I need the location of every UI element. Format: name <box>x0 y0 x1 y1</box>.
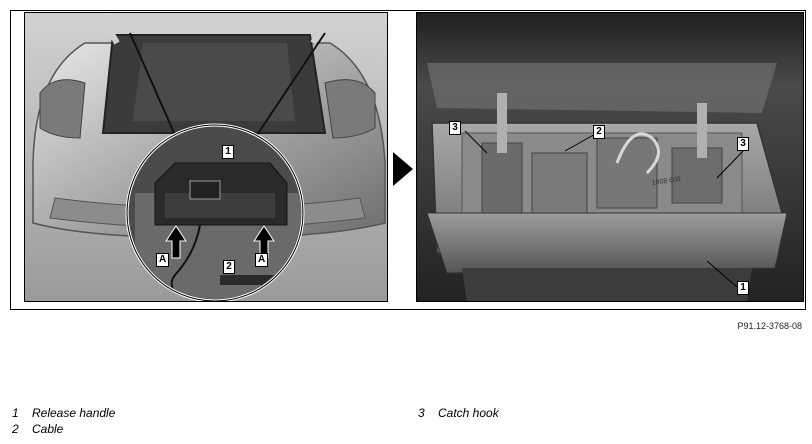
left-photo-trunk: 1 A 2 A <box>24 12 388 302</box>
callout-release-handle-right: 1 <box>737 281 749 295</box>
callout-arrow-a-right: A <box>255 253 269 267</box>
legend-number: 1 <box>12 406 19 420</box>
callout-cable: 2 <box>223 260 235 274</box>
legend-item-cable: 2 Cable <box>12 422 63 436</box>
legend-number: 3 <box>418 406 425 420</box>
legend-number: 2 <box>12 422 19 436</box>
callout-release-handle: 1 <box>222 145 234 159</box>
legend-item-catch-hook: 3 Catch hook <box>418 406 499 420</box>
legend-label: Catch hook <box>438 406 499 420</box>
legend-item-release-handle: 1 Release handle <box>12 406 115 420</box>
legend-label: Cable <box>32 422 64 436</box>
callout-cable-right: 2 <box>593 125 605 139</box>
callout-catch-hook-left: 3 <box>449 121 461 135</box>
callout-arrow-a-left: A <box>156 253 170 267</box>
right-photo-latch: 1008 600 3 2 3 1 <box>416 12 804 302</box>
transition-arrow-icon <box>393 152 413 186</box>
latch-illustration: 1008 600 <box>417 13 803 301</box>
legend-label: Release handle <box>32 406 116 420</box>
callout-catch-hook-right: 3 <box>737 137 749 151</box>
figure-reference-code: P91.12-3768-08 <box>737 321 802 331</box>
housing-stamp: 1008 600 <box>651 176 681 187</box>
trunk-illustration <box>25 13 387 301</box>
